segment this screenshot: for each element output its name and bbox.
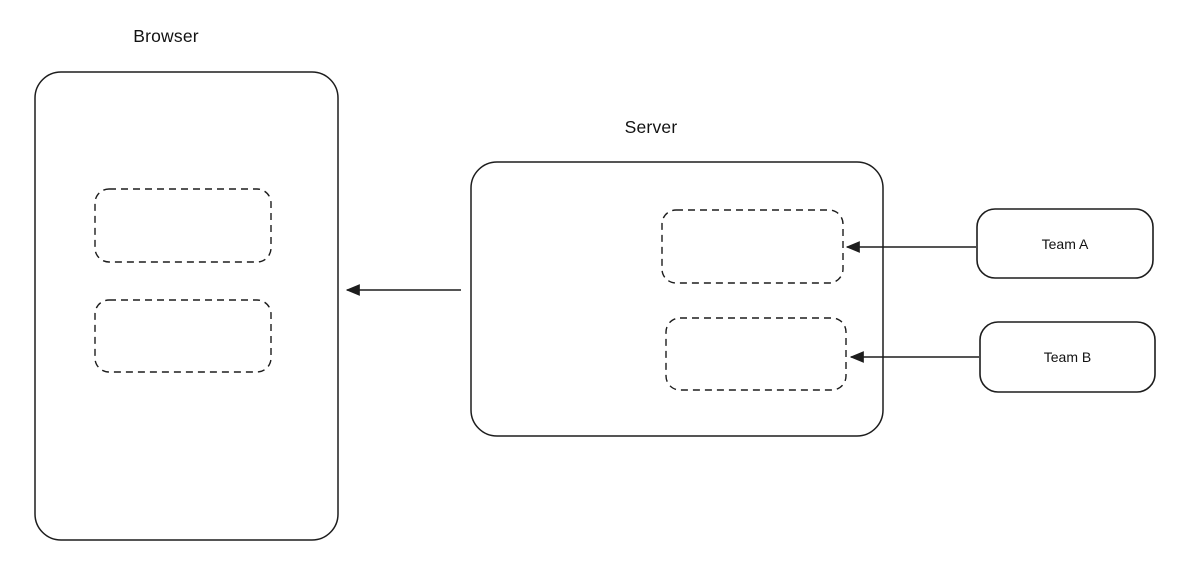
team-b-label: Team B: [1043, 349, 1092, 365]
team-a-label: Team A: [1041, 235, 1089, 252]
server-label: Server: [624, 117, 678, 137]
team-b-box: [979, 321, 1156, 393]
browser-slot-1: [94, 188, 272, 263]
browser-label: Browser: [133, 26, 199, 46]
browser-box: [34, 71, 339, 541]
server-slot-2: [665, 317, 847, 391]
server-slot-1: [661, 209, 844, 284]
team-a-box: [976, 208, 1154, 279]
browser-slot-2: [94, 299, 272, 373]
server-box: [470, 161, 884, 437]
